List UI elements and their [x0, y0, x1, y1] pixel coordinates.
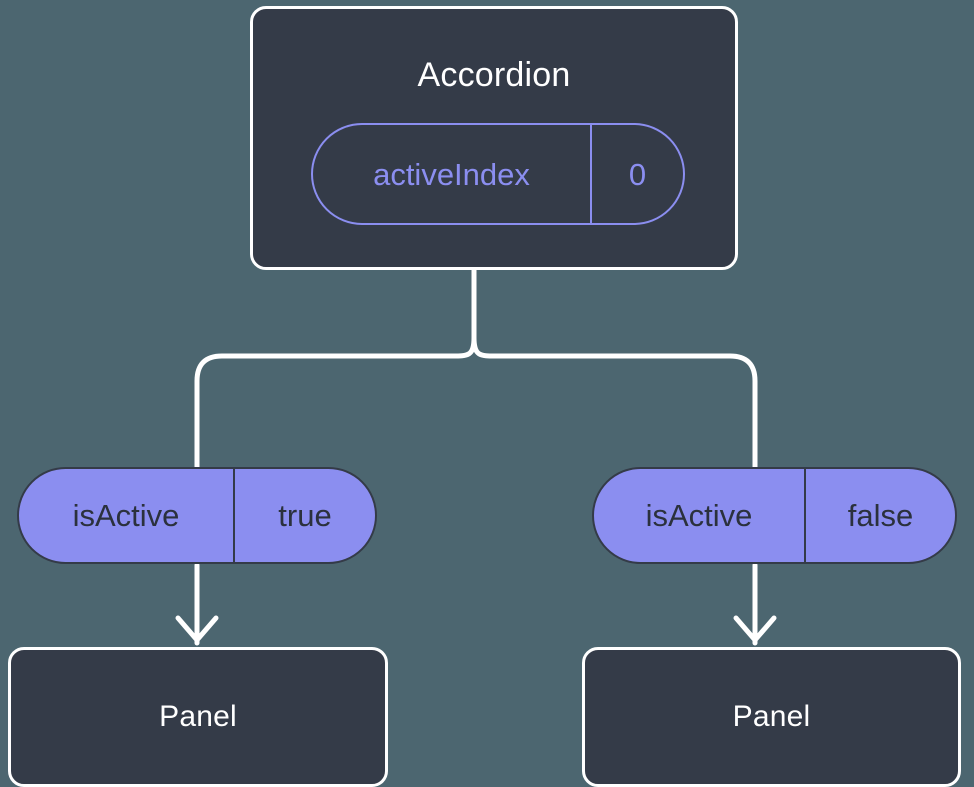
state-pill-active-index-key: activeIndex — [373, 156, 530, 192]
connector-arrow-left-head — [175, 615, 219, 643]
node-panel-left-title: Panel — [159, 700, 237, 733]
node-panel-right[interactable]: Panel — [582, 647, 961, 787]
state-pill-active-index[interactable]: activeIndex 0 — [311, 123, 685, 225]
connector-fork-left — [449, 335, 477, 359]
node-panel-right-title: Panel — [732, 700, 811, 733]
connector-rail-right — [493, 353, 758, 470]
node-panel-left[interactable]: Panel — [8, 647, 388, 787]
state-pill-active-index-value: 0 — [590, 125, 683, 223]
connector-rail-left — [194, 353, 455, 470]
diagram-canvas: Accordion activeIndex 0 isActive true is… — [8, 6, 961, 787]
node-accordion-title: Accordion — [417, 56, 571, 94]
prop-pill-is-active-false-key: isActive — [645, 498, 753, 533]
prop-pill-is-active-false-value: false — [804, 469, 955, 562]
prop-pill-is-active-true-value: true — [233, 469, 375, 562]
prop-pill-is-active-true-key: isActive — [72, 498, 180, 533]
node-accordion[interactable]: Accordion activeIndex 0 — [250, 6, 738, 270]
connector-arrow-right-head — [733, 615, 777, 643]
connector-fork-right — [471, 335, 499, 359]
prop-pill-is-active-true[interactable]: isActive true — [17, 467, 377, 564]
prop-pill-is-active-false[interactable]: isActive false — [592, 467, 957, 564]
